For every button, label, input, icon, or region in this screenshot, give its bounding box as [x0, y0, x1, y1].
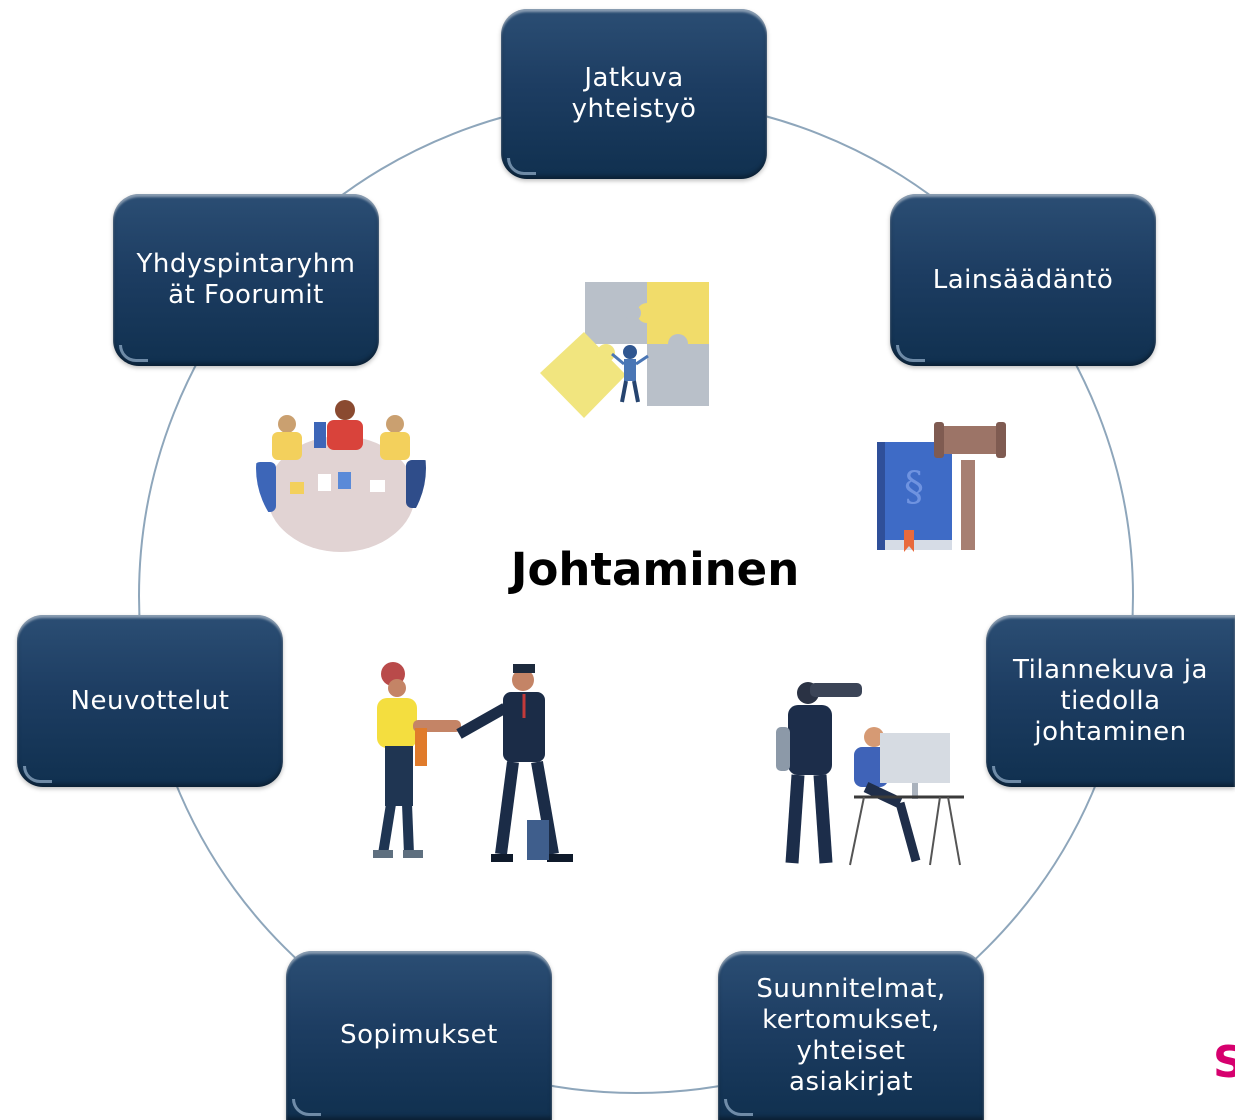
node-yhdyspintaryhmat-foorumit: Yhdyspintaryhm ät Foorumit: [113, 194, 379, 366]
node-suunnitelmat: Suunnitelmat, kertomukset, yhteiset asia…: [718, 951, 984, 1120]
law-book-gavel-illustration: §: [877, 422, 1006, 552]
meeting-table-illustration: [256, 383, 426, 553]
node-lainsaadanto: Lainsäädäntö: [890, 194, 1156, 366]
svg-text:§: §: [904, 464, 924, 510]
brand-logo: S: [1213, 1037, 1235, 1088]
node-sopimukset: Sopimukset: [286, 951, 552, 1120]
node-jatkuva-yhteistyo: Jatkuva yhteistyö: [501, 9, 767, 179]
situational-awareness-illustration: [776, 682, 964, 866]
handshake-illustration: [373, 662, 573, 862]
node-tilannekuva: Tilannekuva ja tiedolla johtaminen: [986, 615, 1235, 787]
center-title: Johtaminen: [510, 543, 800, 596]
node-neuvottelut: Neuvottelut: [17, 615, 283, 787]
puzzle-illustration: [540, 282, 709, 418]
